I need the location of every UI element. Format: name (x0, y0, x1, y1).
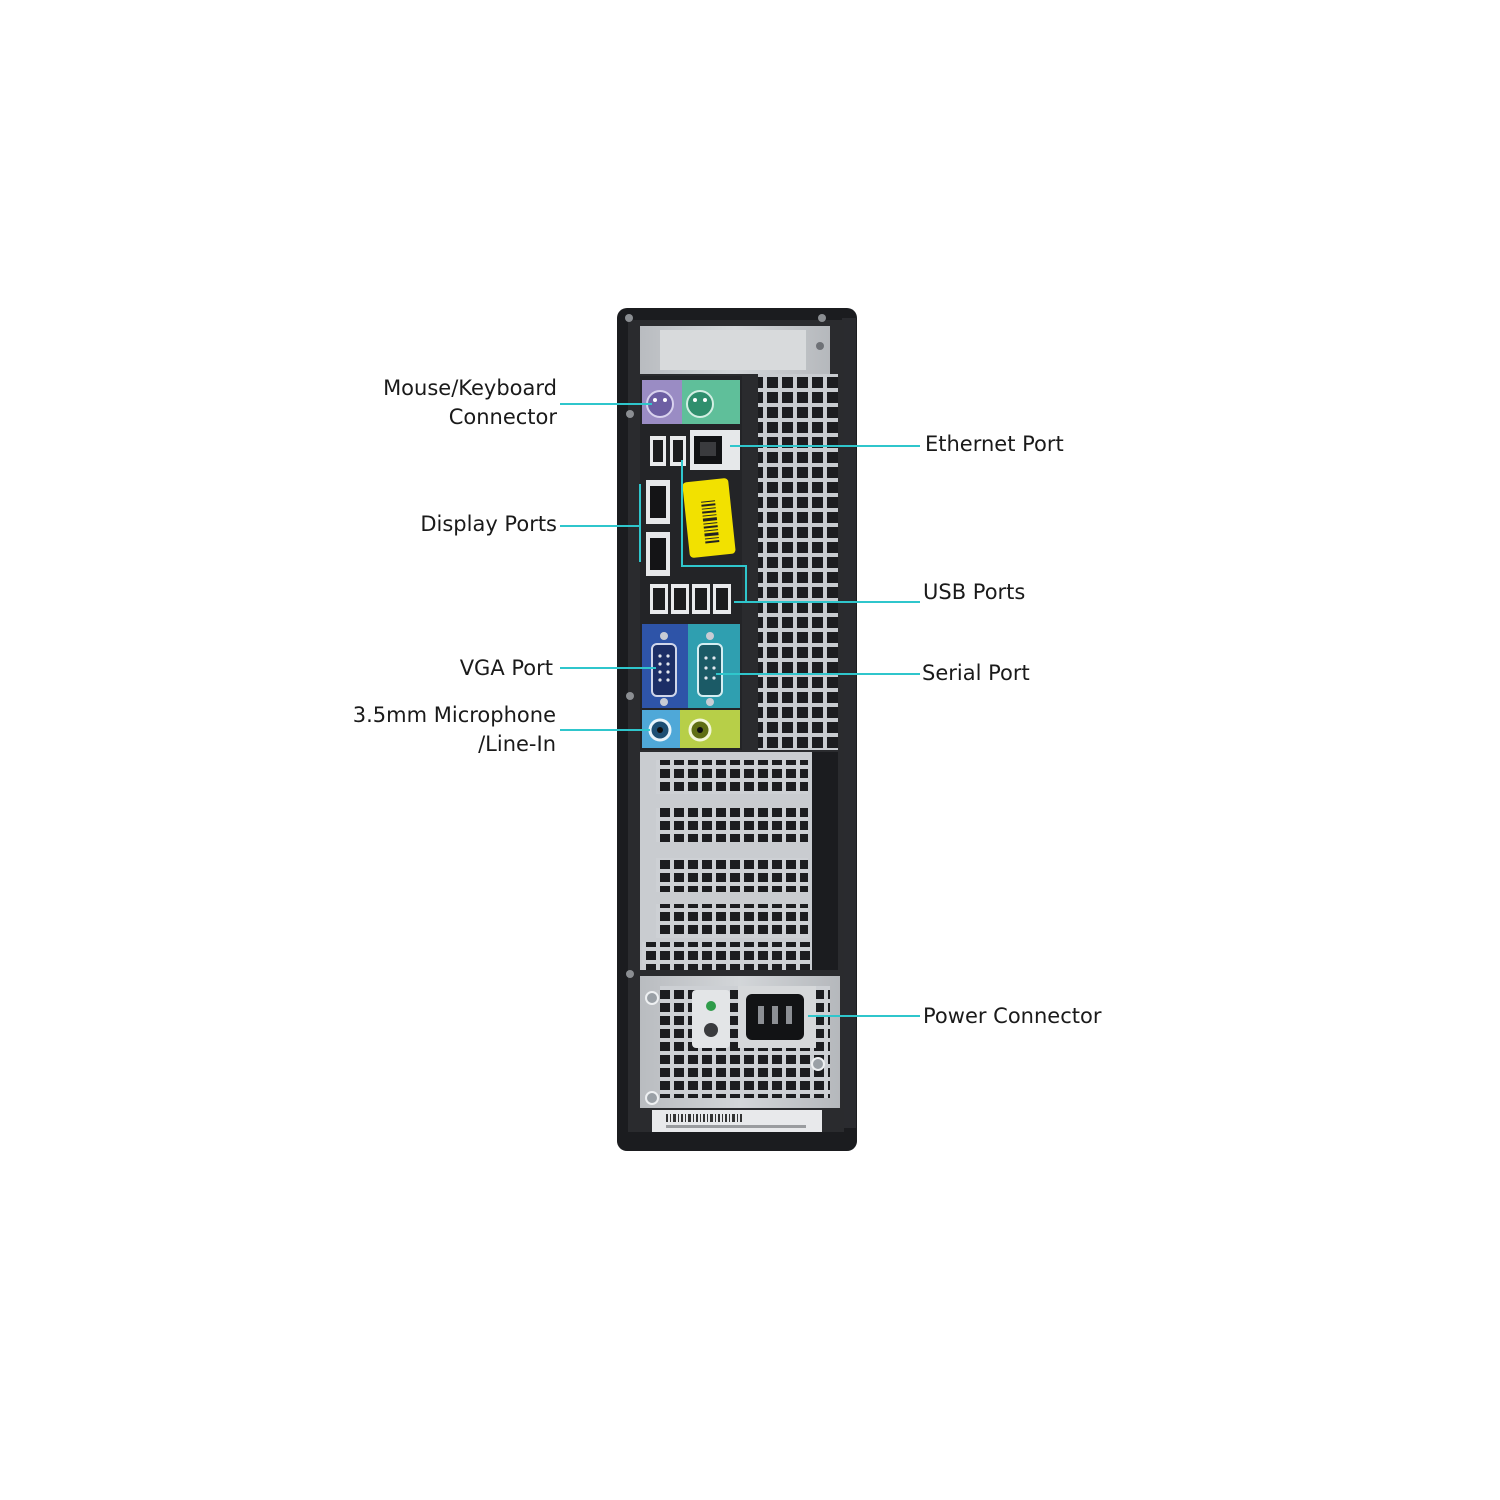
label-vga-port: VGA Port (460, 654, 553, 683)
serial-connector (697, 643, 723, 697)
expansion-slot-1 (656, 760, 808, 794)
leader-usb-upper (681, 460, 747, 602)
label-power-connector-text: Power Connector (923, 1004, 1102, 1028)
expansion-slot-4 (656, 904, 808, 938)
psu-switch-plate (692, 990, 730, 1048)
ps2-keyboard-port (686, 390, 714, 418)
label-serial-port-text: Serial Port (922, 661, 1030, 685)
label-usb-ports: USB Ports (923, 578, 1025, 607)
label-microphone: 3.5mm Microphone /Line-In (353, 701, 556, 759)
vga-connector (651, 643, 677, 697)
label-power-connector: Power Connector (923, 1002, 1101, 1031)
label-mouse-keyboard-line2: Connector (448, 405, 557, 429)
label-ethernet-port-text: Ethernet Port (925, 432, 1064, 456)
label-mouse-keyboard: Mouse/Keyboard Connector (383, 374, 557, 432)
expansion-slot-3 (656, 858, 808, 892)
screw-top-left (625, 314, 633, 322)
label-serial-port: Serial Port (922, 659, 1030, 688)
label-usb-ports-text: USB Ports (923, 580, 1026, 604)
label-display-ports-text: Display Ports (420, 512, 557, 536)
upper-vent-grille (758, 374, 838, 750)
label-ethernet-port: Ethernet Port (925, 430, 1064, 459)
expansion-slot-2 (656, 808, 808, 842)
label-microphone-line2: /Line-In (478, 732, 556, 756)
screw-top-right (818, 314, 826, 322)
label-mouse-keyboard-line1: Mouse/Keyboard (383, 376, 557, 400)
label-vga-port-text: VGA Port (459, 656, 553, 680)
chassis-side-strip (842, 318, 856, 1128)
psu-test-led (706, 1001, 716, 1011)
psu-test-button (704, 1023, 718, 1037)
label-display-ports: Display Ports (420, 510, 557, 539)
label-microphone-line1: 3.5mm Microphone (352, 703, 556, 727)
